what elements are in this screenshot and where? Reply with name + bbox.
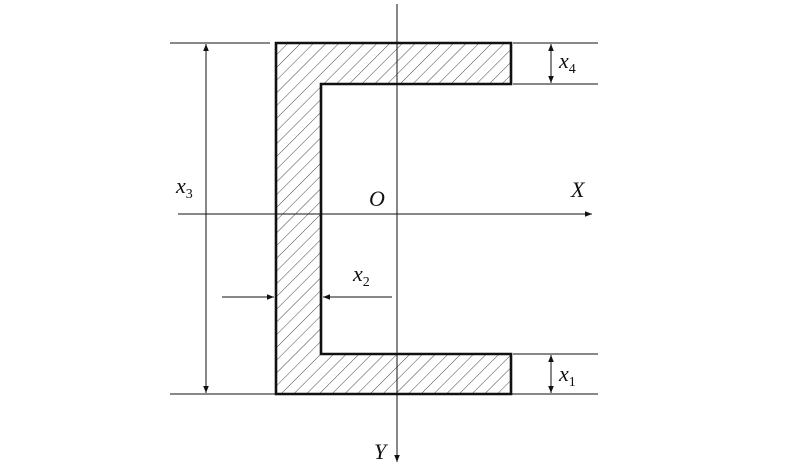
- x-axis-label: X: [570, 177, 586, 202]
- channel-section-shape: [274, 41, 513, 396]
- y-axis-label: Y: [374, 439, 389, 464]
- dimension-label-x1: x1: [558, 361, 576, 390]
- origin-label: O: [369, 186, 385, 211]
- dimension-label-x4: x4: [558, 48, 576, 77]
- dimension-label-x2: x2: [352, 261, 370, 290]
- dimension-label-x3: x3: [175, 173, 193, 202]
